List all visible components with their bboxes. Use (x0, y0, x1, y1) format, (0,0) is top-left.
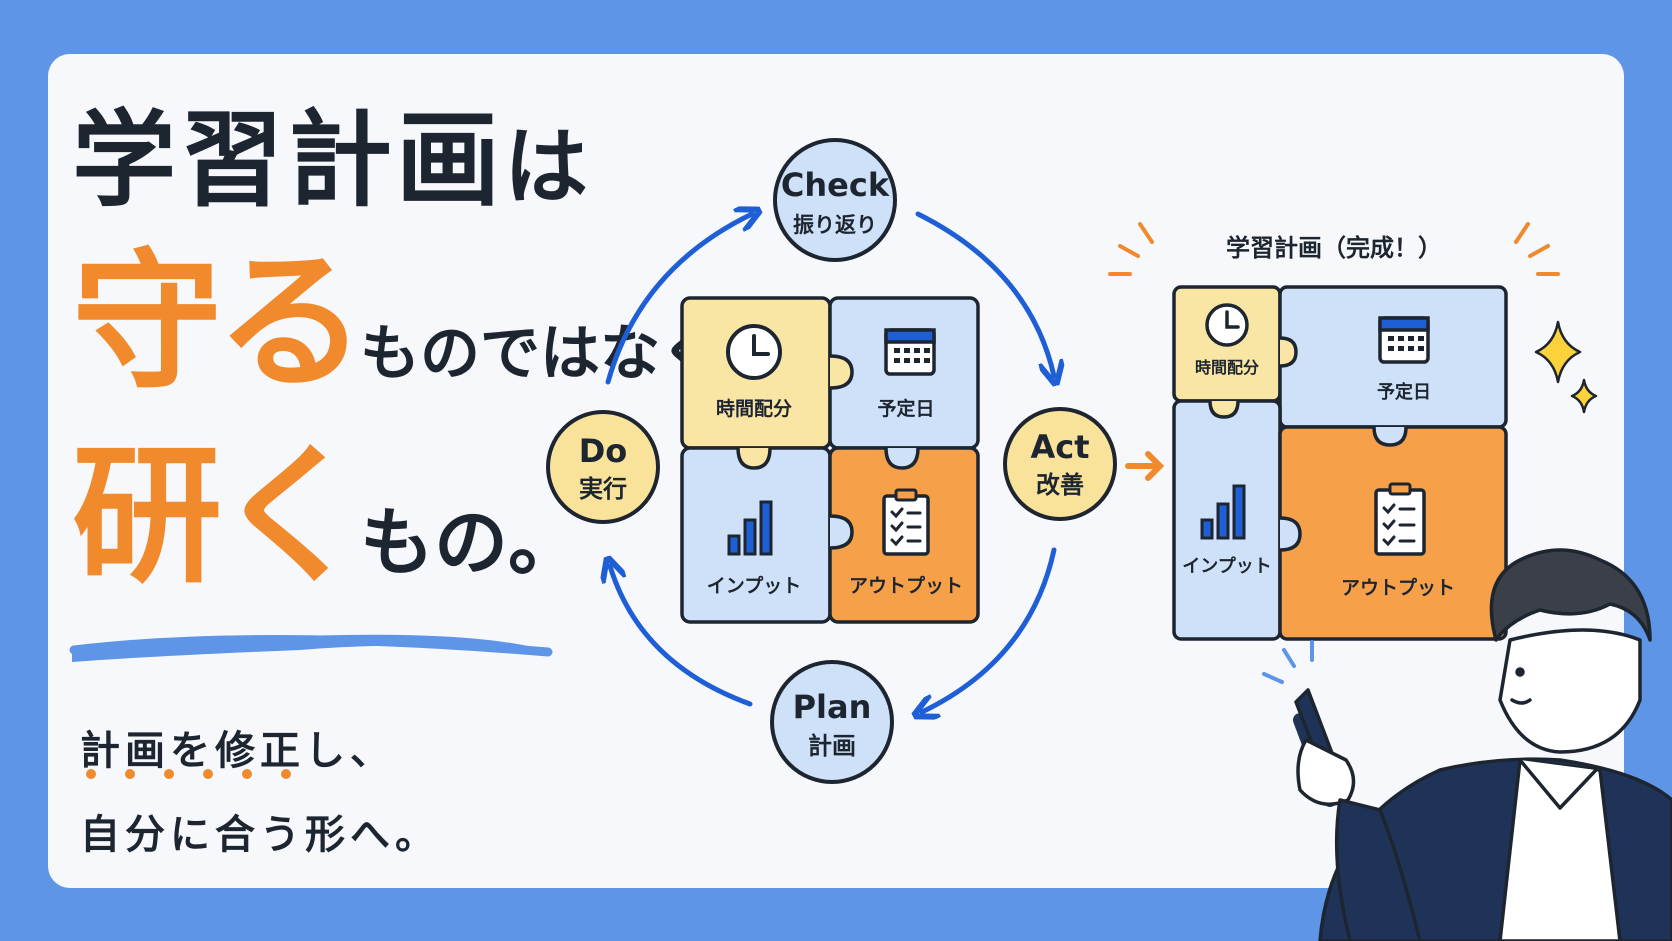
completed-time-label: 時間配分 (1195, 358, 1259, 377)
arrow-act-to-plan (922, 547, 1057, 712)
do-label-jp: 実行 (579, 475, 627, 503)
headline-main: 学習計画 (72, 99, 505, 221)
burst-icon (1108, 222, 1560, 276)
piece-schedule-label: 予定日 (877, 397, 934, 420)
headline-accent-mamoru: 守る (72, 236, 366, 410)
checklist-icon (882, 488, 930, 556)
act-label-jp: 改善 (1036, 471, 1084, 499)
piece-output-label: アウトプット (849, 574, 963, 597)
person-illustration (1293, 548, 1672, 941)
piece-time-label: 時間配分 (716, 398, 792, 420)
check-label-en: Check (781, 166, 890, 204)
sparkle-icon (1534, 320, 1598, 414)
completed-title: 学習計画（完成！） (1226, 234, 1442, 262)
arrow-check-to-act (915, 211, 1054, 376)
plan-label-jp: 計画 (808, 732, 856, 760)
calendar-icon (884, 328, 936, 376)
completed-schedule-label: 予定日 (1377, 381, 1431, 403)
completed-input-label: インプット (1182, 555, 1271, 577)
arrow-do-to-check (605, 214, 752, 385)
bar-chart-icon (727, 500, 773, 556)
circle-do: Do 実行 (546, 410, 660, 524)
piece-input-label: インプット (707, 574, 801, 597)
subtext-line-1: 計画を修正し、 (80, 728, 395, 774)
headline-particle: は (504, 118, 593, 216)
check-label-jp: 振り返り (793, 213, 877, 237)
completed-checklist-icon (1374, 482, 1426, 556)
headline-line-1: 学習計画は (72, 108, 592, 212)
act-label-en: Act (1030, 428, 1089, 466)
plan-label-en: Plan (793, 688, 872, 726)
circle-check: Check 振り返り (773, 138, 897, 262)
clock-icon (726, 324, 782, 380)
circle-act: Act 改善 (1003, 407, 1117, 521)
emphasis-dots (86, 764, 320, 783)
to-completed-arrow (1125, 451, 1165, 481)
completed-calendar-icon (1378, 316, 1430, 364)
completed-clock-icon (1205, 303, 1249, 347)
completed-output-label: アウトプット (1341, 576, 1455, 599)
circle-plan: Plan 計画 (770, 660, 894, 784)
headline-line-3: 研くもの。 (72, 442, 582, 592)
headline-accent-migaku: 研く (72, 430, 366, 604)
completed-bar-chart-icon (1200, 484, 1246, 540)
pen-sparkle-lines (1262, 640, 1314, 684)
headline-tail-2: もの。 (360, 500, 583, 586)
arrow-plan-to-do (610, 566, 753, 707)
headline-line-2: 守るものではなく、 (72, 248, 780, 398)
subtext-line-2: 自分に合う形へ。 (80, 812, 440, 858)
cycle-arrows (608, 214, 1054, 712)
do-label-en: Do (579, 432, 628, 470)
